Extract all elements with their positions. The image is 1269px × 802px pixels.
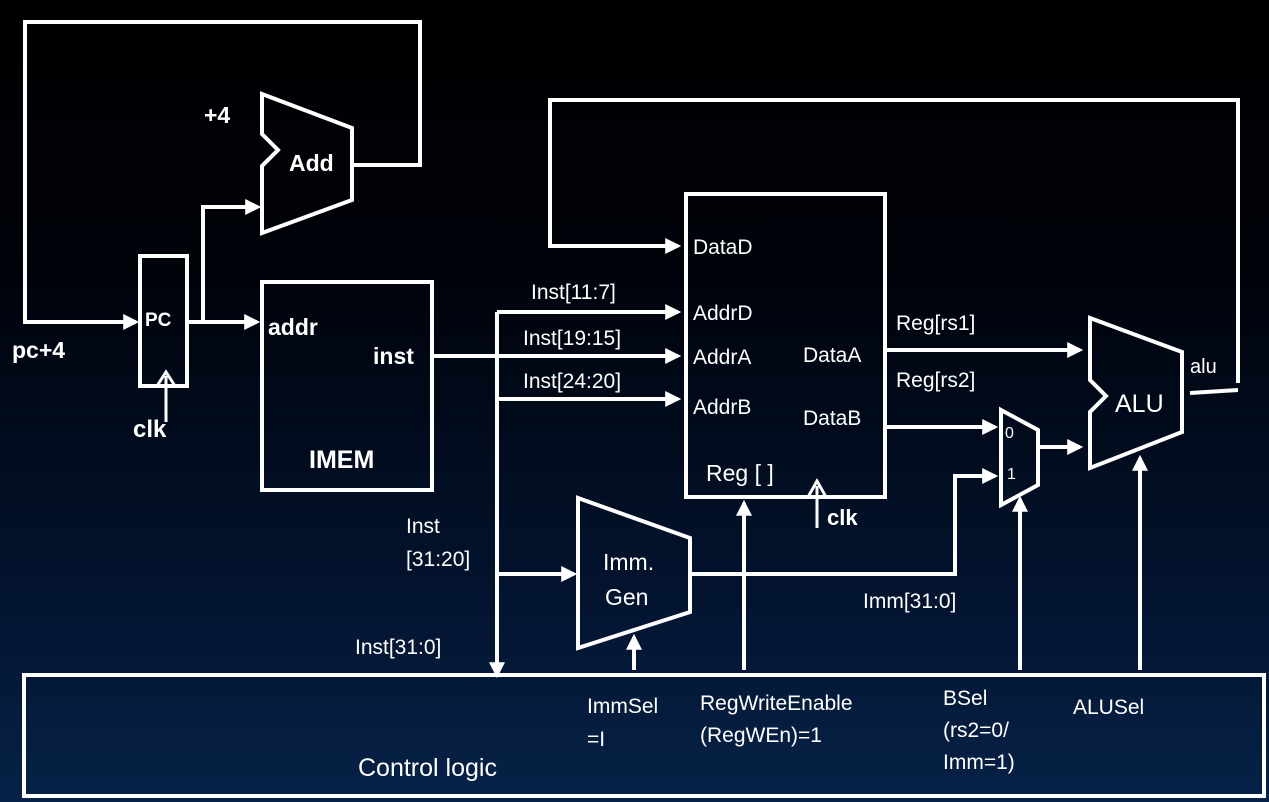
imem-title: IMEM <box>309 446 374 474</box>
regwen-label-1: RegWriteEnable <box>700 692 853 715</box>
pc-clk-label: clk <box>133 416 167 443</box>
regfile-port-dataa: DataA <box>803 344 861 367</box>
regfile-port-addrd: AddrD <box>693 302 753 325</box>
regfile-port-addrb: AddrB <box>693 396 751 419</box>
immgen-label-1: Imm. <box>603 549 654 575</box>
imem-block <box>260 280 434 492</box>
pc-label: PC <box>145 310 172 331</box>
pc-to-adder-wire <box>201 199 262 322</box>
regfile-port-datad: DataD <box>693 236 753 259</box>
regwen-label-2: (RegWEn)=1 <box>700 724 822 747</box>
inst-31-0-label: Inst[31:0] <box>355 636 441 659</box>
alu-label: ALU <box>1115 390 1164 418</box>
imm-out-wire <box>690 468 999 576</box>
imem-inst-label: inst <box>373 343 414 369</box>
pc-plus4-feedback-wire <box>23 20 422 330</box>
regfile-port-datab: DataB <box>803 407 861 430</box>
bsel-label-1: BSel <box>943 687 987 710</box>
alusel-label: ALUSel <box>1073 696 1144 719</box>
adder-plus4-label: +4 <box>204 102 230 128</box>
adder-shape <box>260 91 354 236</box>
bsel-label-2: (rs2=0/ <box>943 719 1009 742</box>
adder-label: Add <box>289 150 334 176</box>
inst-31-20-label-1: Inst <box>406 515 440 538</box>
inst-24-20-label: Inst[24:20] <box>523 370 621 393</box>
inst-31-20-label-2: [31:20] <box>406 548 470 571</box>
immsel-label-2: =I <box>587 728 605 751</box>
immgen-label-2: Gen <box>605 584 648 610</box>
immsel-label-1: ImmSel <box>587 695 658 718</box>
regfile-port-addra: AddrA <box>693 346 751 369</box>
bsel-mux-shape <box>999 406 1040 509</box>
control-logic-block <box>22 673 1266 798</box>
alu-out-label: alu <box>1190 356 1217 378</box>
reg-rs1-label: Reg[rs1] <box>896 312 975 335</box>
control-logic-title: Control logic <box>358 754 497 782</box>
regfile-block <box>684 192 887 499</box>
alu-out-wire <box>1189 388 1239 395</box>
immgen-shape <box>576 495 692 651</box>
imm-label: Imm[31:0] <box>863 590 956 613</box>
mux-in0-label: 0 <box>1005 425 1014 442</box>
writeback-wire <box>548 98 1240 383</box>
inst-19-15-label: Inst[19:15] <box>523 327 621 350</box>
regfile-clk-label: clk <box>827 505 858 530</box>
reg-rs2-label: Reg[rs2] <box>896 369 975 392</box>
regfile-clk-marker <box>806 477 828 498</box>
pc-plus4-label: pc+4 <box>12 337 65 363</box>
alu-shape <box>1088 315 1184 471</box>
bsel-label-3: Imm=1) <box>943 751 1015 774</box>
regfile-title: Reg [ ] <box>706 460 774 486</box>
imem-addr-label: addr <box>268 314 318 340</box>
inst-11-7-label: Inst[11:7] <box>531 281 616 304</box>
mux-in1-label: 1 <box>1007 466 1016 483</box>
